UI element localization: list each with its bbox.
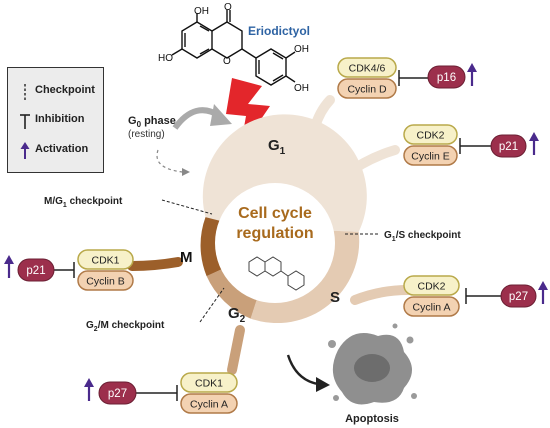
cyclin-box — [337, 78, 397, 99]
complex-cdk2-cyclin-a: CDK2 Cyclin A p27 — [403, 275, 548, 317]
stalk-m-cyclin-b — [127, 257, 183, 271]
regulator-label: p16 — [437, 72, 456, 84]
regulator-pill — [490, 134, 527, 158]
activation-up-arrow-icon — [4, 255, 14, 278]
cdk-box — [403, 275, 460, 296]
complex-cdk46-cyclin-d: CDK4/6 Cyclin D p16 — [337, 57, 477, 99]
legend-label: Activation — [35, 143, 89, 155]
cdk-label: CDK2 — [416, 130, 444, 142]
oh-label-top: OH — [194, 6, 209, 17]
regulator-pill — [98, 381, 137, 405]
g0-exit-arrowhead — [210, 104, 232, 126]
activation-up-arrow-icon — [84, 378, 94, 401]
regulator-label: p27 — [108, 388, 127, 400]
inhibition-bar-icon — [20, 114, 30, 129]
checkpoint-g1s-label: G1/S checkpoint — [384, 230, 461, 243]
stalk-s-cyclin-a — [350, 285, 413, 305]
cdk-box — [180, 372, 238, 393]
label-g1: G1 — [268, 137, 286, 157]
oh-label-b2: OH — [294, 83, 309, 94]
compound-name: Eriodictyol — [248, 24, 310, 38]
complex-cdk2-cyclin-e: CDK2 Cyclin E p21 — [403, 124, 539, 166]
apoptosis-label: Apoptosis — [345, 413, 399, 425]
legend-label: Checkpoint — [35, 84, 95, 96]
ring-g1 — [202, 114, 367, 232]
complex-cdk1-cyclin-b: CDK1 Cyclin B p21 — [4, 249, 134, 291]
oh-label-b1: OH — [294, 44, 309, 55]
regulator-pill — [500, 284, 537, 308]
activation-up-arrow-icon — [467, 63, 477, 86]
ring-g2 — [206, 264, 263, 319]
legend-item-checkpoint: Checkpoint — [8, 82, 103, 102]
checkpoint-mg1-line — [161, 199, 213, 215]
center-title-line2: regulation — [236, 225, 313, 242]
activation-up-arrow-icon — [529, 132, 539, 155]
apoptosis-arrow — [286, 354, 319, 386]
cdk-box — [403, 124, 458, 145]
label-g0-note: (resting) — [128, 129, 165, 140]
regulator-label: p21 — [499, 141, 518, 153]
g0-return-arrowhead — [182, 168, 190, 176]
cyclin-label: Cyclin E — [411, 151, 450, 163]
o-carbonyl-label: O — [224, 2, 232, 13]
cyclin-box — [180, 393, 238, 414]
legend-label: Inhibition — [35, 113, 85, 125]
cyclin-box — [403, 296, 460, 317]
checkpoint-g2m-line — [199, 287, 225, 323]
eriodictyol-structure — [171, 10, 296, 86]
checkpoint-mg1-label: M/G1 checkpoint — [44, 196, 123, 209]
cyclin-box — [403, 145, 458, 166]
cdk-label: CDK1 — [91, 255, 119, 267]
regulator-label: p21 — [26, 265, 45, 277]
legend-item-activation: Activation — [8, 141, 103, 161]
cdk-label: CDK4/6 — [349, 63, 386, 75]
regulator-label: p27 — [509, 291, 528, 303]
apoptotic-cell-icon — [328, 323, 417, 405]
center-title-line1: Cell cycle — [238, 205, 312, 222]
cdk-label: CDK2 — [417, 281, 445, 293]
cyclin-label: Cyclin B — [86, 276, 125, 288]
apoptosis-arrowhead — [316, 377, 330, 392]
cyclin-label: Cyclin A — [413, 302, 451, 314]
label-s: S — [330, 289, 340, 306]
stalk-g2-cyclin-a — [227, 325, 245, 375]
eriodictyol-mini-icon — [248, 256, 305, 291]
cdk-box — [77, 249, 134, 270]
complex-cdk1-cyclin-a: CDK1 Cyclin A p27 — [84, 372, 238, 414]
lightning-icon — [226, 78, 270, 150]
up-arrow-icon — [20, 142, 30, 159]
cdk-box — [337, 57, 397, 78]
regulator-pill — [427, 65, 466, 89]
dashed-line-icon — [24, 84, 26, 100]
label-m: M — [180, 249, 193, 266]
legend-item-inhibition: Inhibition — [8, 111, 103, 131]
ring-center — [215, 183, 335, 303]
o-ring-label: O — [223, 56, 231, 67]
ho-label: HO — [158, 53, 173, 64]
label-g2: G2 — [228, 305, 246, 325]
cyclin-label: Cyclin D — [347, 84, 387, 96]
regulator-pill — [17, 258, 55, 282]
activation-up-arrow-icon — [538, 281, 548, 304]
g0-return-arrow — [156, 149, 183, 173]
checkpoint-g2m-label: G2/M checkpoint — [86, 320, 165, 333]
cyclin-label: Cyclin A — [190, 399, 228, 411]
label-g0: G0 phase — [128, 115, 176, 129]
legend: Checkpoint Inhibition Activation — [7, 67, 104, 173]
cyclin-box — [77, 270, 134, 291]
cdk-label: CDK1 — [195, 378, 223, 390]
